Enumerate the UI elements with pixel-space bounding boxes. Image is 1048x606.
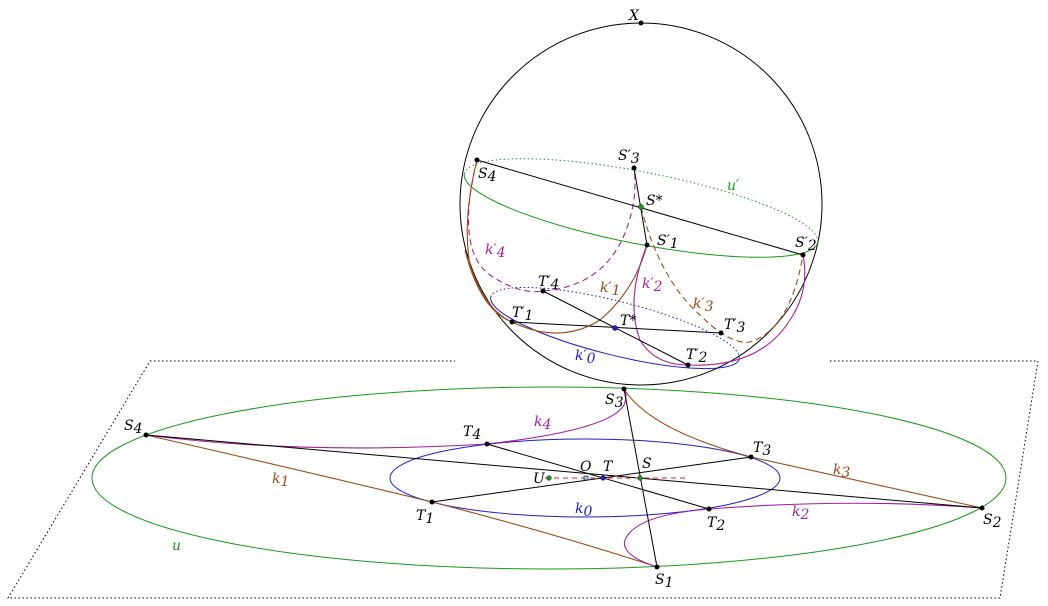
point-S4[interactable] (143, 432, 149, 438)
label-T2: T2 (707, 515, 725, 534)
circle-u-prime-back (463, 158, 819, 243)
point-S3-prime[interactable] (631, 165, 637, 171)
label-T3-prime: T′3 (724, 317, 746, 336)
label-S1-prime: S′1 (657, 233, 679, 252)
label-U: U (533, 471, 546, 487)
label-k4: k4 (534, 414, 551, 433)
label-S4: S4 (124, 418, 143, 437)
label-T3: T3 (753, 440, 771, 459)
label-k1-prime: k′1 (600, 280, 621, 299)
circle-k3 (623, 388, 983, 509)
circle-k0 (389, 438, 781, 518)
sphere-outline (459, 22, 823, 386)
circle-k0-prime-front (490, 296, 740, 370)
label-T4-prime: T′4 (538, 274, 559, 293)
label-T: T (603, 459, 614, 475)
label-S2-prime: S′2 (795, 235, 817, 254)
point-T4[interactable] (484, 441, 490, 447)
circle-k3-prime (640, 206, 804, 343)
label-S-star: S* (646, 193, 663, 209)
label-T1: T1 (416, 508, 434, 527)
point-S2[interactable] (979, 505, 985, 511)
point-X[interactable] (638, 20, 644, 26)
label-X: X (628, 8, 640, 24)
point-S3[interactable] (621, 386, 627, 392)
label-S2: S2 (983, 512, 1002, 531)
point-S-star[interactable] (638, 204, 644, 210)
point-T2-prime[interactable] (685, 362, 691, 368)
points (143, 20, 985, 570)
label-O: O (580, 459, 592, 475)
circle-k2-prime (633, 244, 806, 366)
label-T-star: T* (620, 313, 636, 329)
point-U[interactable] (546, 475, 552, 481)
label-k0-prime: k′0 (575, 348, 596, 367)
label-k2: k2 (792, 504, 809, 523)
label-k4-prime: k′4 (485, 242, 506, 261)
label-k3: k3 (833, 462, 850, 481)
point-T3-prime[interactable] (718, 330, 724, 336)
point-T1-prime[interactable] (509, 319, 515, 325)
circle-k4-prime-front (466, 159, 513, 323)
point-S1-prime[interactable] (644, 242, 650, 248)
line-T4-T2 (486, 443, 710, 510)
circle-u (91, 386, 1007, 570)
point-S2-prime[interactable] (800, 252, 806, 258)
line-T1-T3 (431, 456, 752, 503)
point-T4-prime[interactable] (540, 288, 546, 294)
circle-u-prime-front (463, 173, 819, 258)
point-O[interactable] (583, 475, 589, 481)
line-S4-S2 (145, 434, 983, 509)
label-u-prime: u′ (727, 178, 740, 194)
point-T-star[interactable] (612, 325, 618, 331)
label-T4: T4 (463, 424, 481, 443)
point-S1[interactable] (654, 564, 660, 570)
label-k1: k1 (272, 471, 289, 490)
point-S[interactable] (637, 475, 643, 481)
label-T1-prime: T′1 (512, 305, 533, 324)
circle-k2 (623, 502, 983, 568)
circle-k4-prime (468, 159, 636, 293)
label-S3: S3 (605, 392, 624, 411)
label-k0: k0 (575, 501, 592, 520)
point-T[interactable] (600, 475, 606, 481)
label-S1: S1 (655, 572, 674, 591)
label-S4-sphere: S4 (478, 166, 497, 185)
circle-k1-prime (464, 244, 648, 334)
label-k2-prime: k′2 (642, 276, 663, 295)
label-S3-prime: S′3 (618, 148, 640, 167)
point-T1[interactable] (429, 499, 435, 505)
label-T2-prime: T′2 (686, 347, 708, 366)
point-S4-sphere[interactable] (474, 157, 480, 163)
label-k3-prime: k′3 (693, 296, 714, 315)
point-T3[interactable] (748, 454, 754, 460)
plane-outline (7, 360, 1039, 599)
label-S: S (642, 456, 652, 472)
label-u: u (172, 538, 181, 554)
point-T2[interactable] (706, 506, 712, 512)
